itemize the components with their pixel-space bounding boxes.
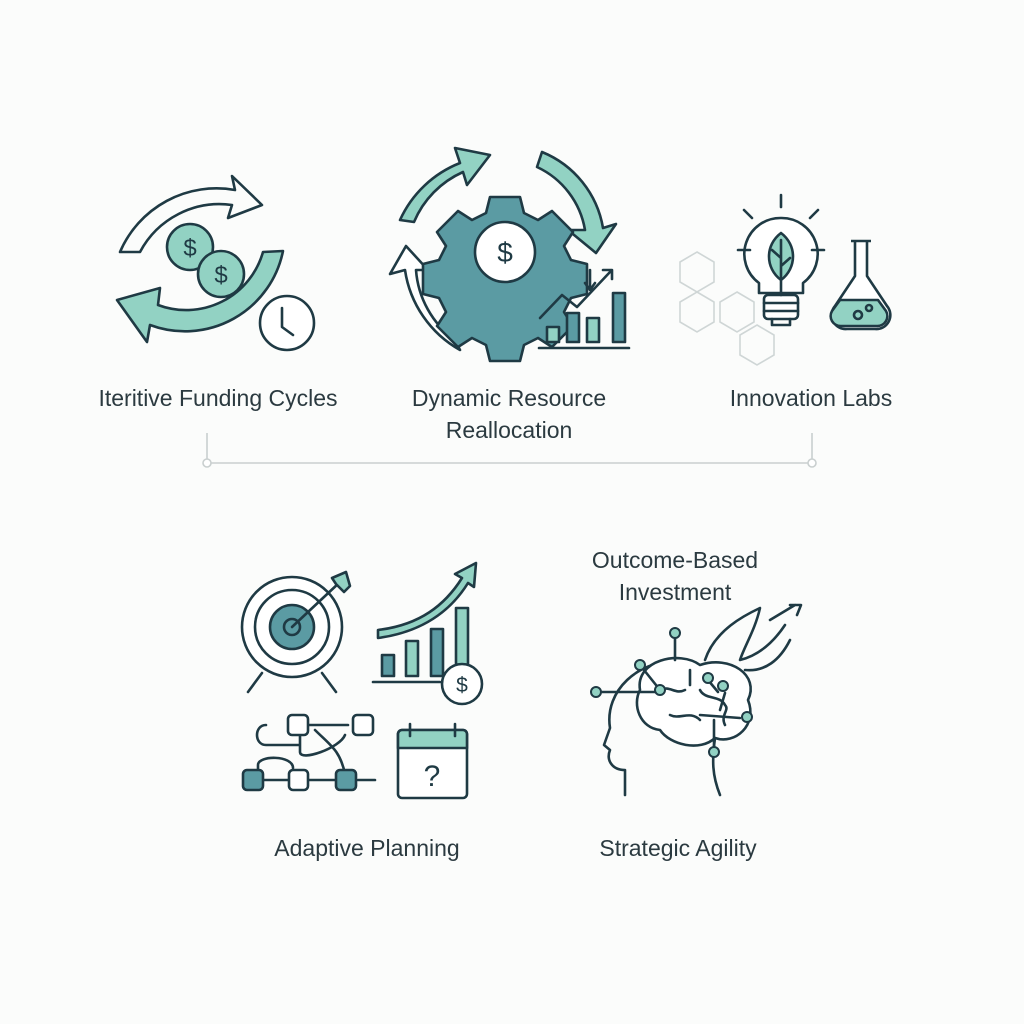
svg-text:$: $	[214, 262, 227, 289]
connector-line	[202, 433, 817, 468]
hexagon-pattern	[679, 251, 775, 366]
label-iterative-funding-cycles: Iteritive Funding Cycles	[98, 385, 337, 411]
funding-cycle-icon: $ $	[115, 174, 316, 352]
label-outcome-based-line1: Outcome-Based	[592, 547, 758, 573]
svg-text:?: ?	[424, 760, 441, 793]
svg-text:$: $	[497, 237, 513, 268]
label-adaptive-planning: Adaptive Planning	[274, 835, 459, 861]
label-innovation-labs: Innovation Labs	[730, 385, 892, 411]
lightbulb-flask-icon	[679, 193, 892, 366]
label-outcome-based-line2: Investment	[619, 579, 732, 605]
gear-dollar-icon: $	[388, 146, 631, 363]
label-strategic-agility: Strategic Agility	[599, 835, 757, 861]
target-chart-flow-calendar-icon: $ ?	[240, 561, 484, 800]
svg-text:$: $	[456, 674, 468, 697]
label-dynamic-resource-line2: Reallocation	[446, 417, 573, 443]
dollar-glyph: $	[183, 235, 196, 262]
label-dynamic-resource-line1: Dynamic Resource	[412, 385, 606, 411]
brain-wings-icon	[590, 603, 803, 797]
